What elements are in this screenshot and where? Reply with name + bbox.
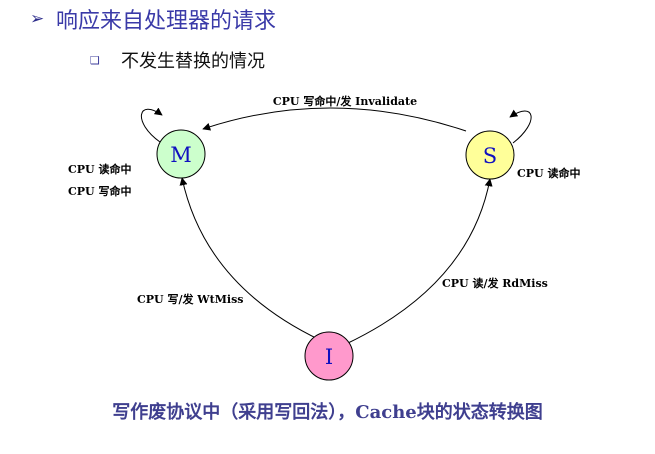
edge-m-self-loop [141, 107, 163, 143]
state-m-circle [156, 129, 206, 179]
edge-s-to-m [202, 107, 467, 132]
label-s-to-m: CPU 写命中/发 Invalidate [273, 94, 417, 108]
state-i-label: I [325, 345, 333, 369]
heading-level2-text: 不发生替换的情况 [121, 51, 265, 72]
state-s-node: S [465, 130, 515, 180]
state-s-label: S [483, 144, 497, 168]
diagram-caption: 写作废协议中（采用写回法），Cache块的状态转换图 [112, 402, 543, 423]
edge-i-to-s [345, 178, 493, 345]
heading-level1-text: 响应来自处理器的请求 [56, 9, 277, 34]
state-s-circle [465, 130, 515, 180]
arrow-bullet-icon: ➢ [30, 9, 45, 29]
heading-level2: ❑ 不发生替换的情况 [90, 46, 265, 74]
square-bullet-icon: ❑ [90, 53, 100, 67]
state-i-circle [304, 331, 354, 381]
label-s-self-read: CPU 读命中 [517, 166, 580, 180]
state-i-node: I [304, 331, 354, 381]
label-i-to-m: CPU 写/发 WtMiss [137, 292, 243, 306]
label-m-self-read: CPU 读命中 [68, 162, 131, 176]
heading-level1: ➢ 响应来自处理器的请求 [30, 2, 276, 36]
label-i-to-s: CPU 读/发 RdMiss [442, 276, 548, 290]
edge-s-self-loop [509, 109, 532, 144]
state-m-label: M [170, 143, 192, 167]
edge-i-to-m [179, 177, 321, 341]
label-m-self-write: CPU 写命中 [68, 184, 131, 198]
state-m-node: M [156, 129, 206, 179]
